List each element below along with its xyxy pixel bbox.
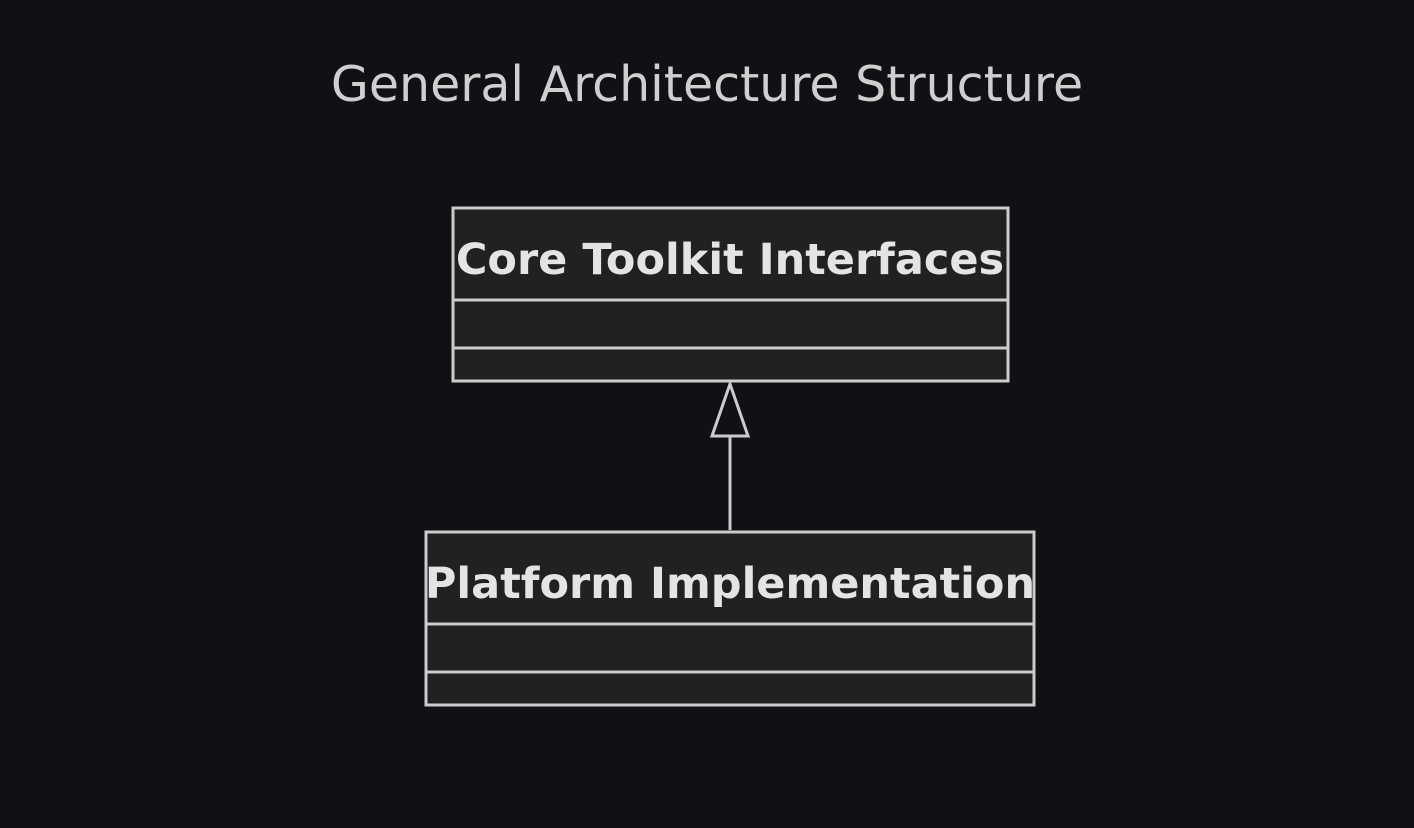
- class-core-header: [451, 206, 1010, 302]
- inheritance-relationship: [709, 379, 751, 530]
- class-core-methods: [451, 346, 1010, 383]
- class-platform-implementation: Platform Implementation: [424, 530, 1036, 707]
- class-core-name: Core Toolkit Interfaces: [456, 235, 1004, 285]
- class-platform-attributes: [424, 622, 1036, 674]
- class-core-toolkit-interfaces: Core Toolkit Interfaces: [451, 206, 1010, 383]
- inheritance-arrowhead: [709, 379, 751, 438]
- class-platform-methods: [424, 670, 1036, 707]
- class-core-attributes: [451, 298, 1010, 350]
- class-platform-name: Platform Implementation: [425, 559, 1035, 609]
- diagram-title: General Architecture Structure: [330, 56, 1084, 113]
